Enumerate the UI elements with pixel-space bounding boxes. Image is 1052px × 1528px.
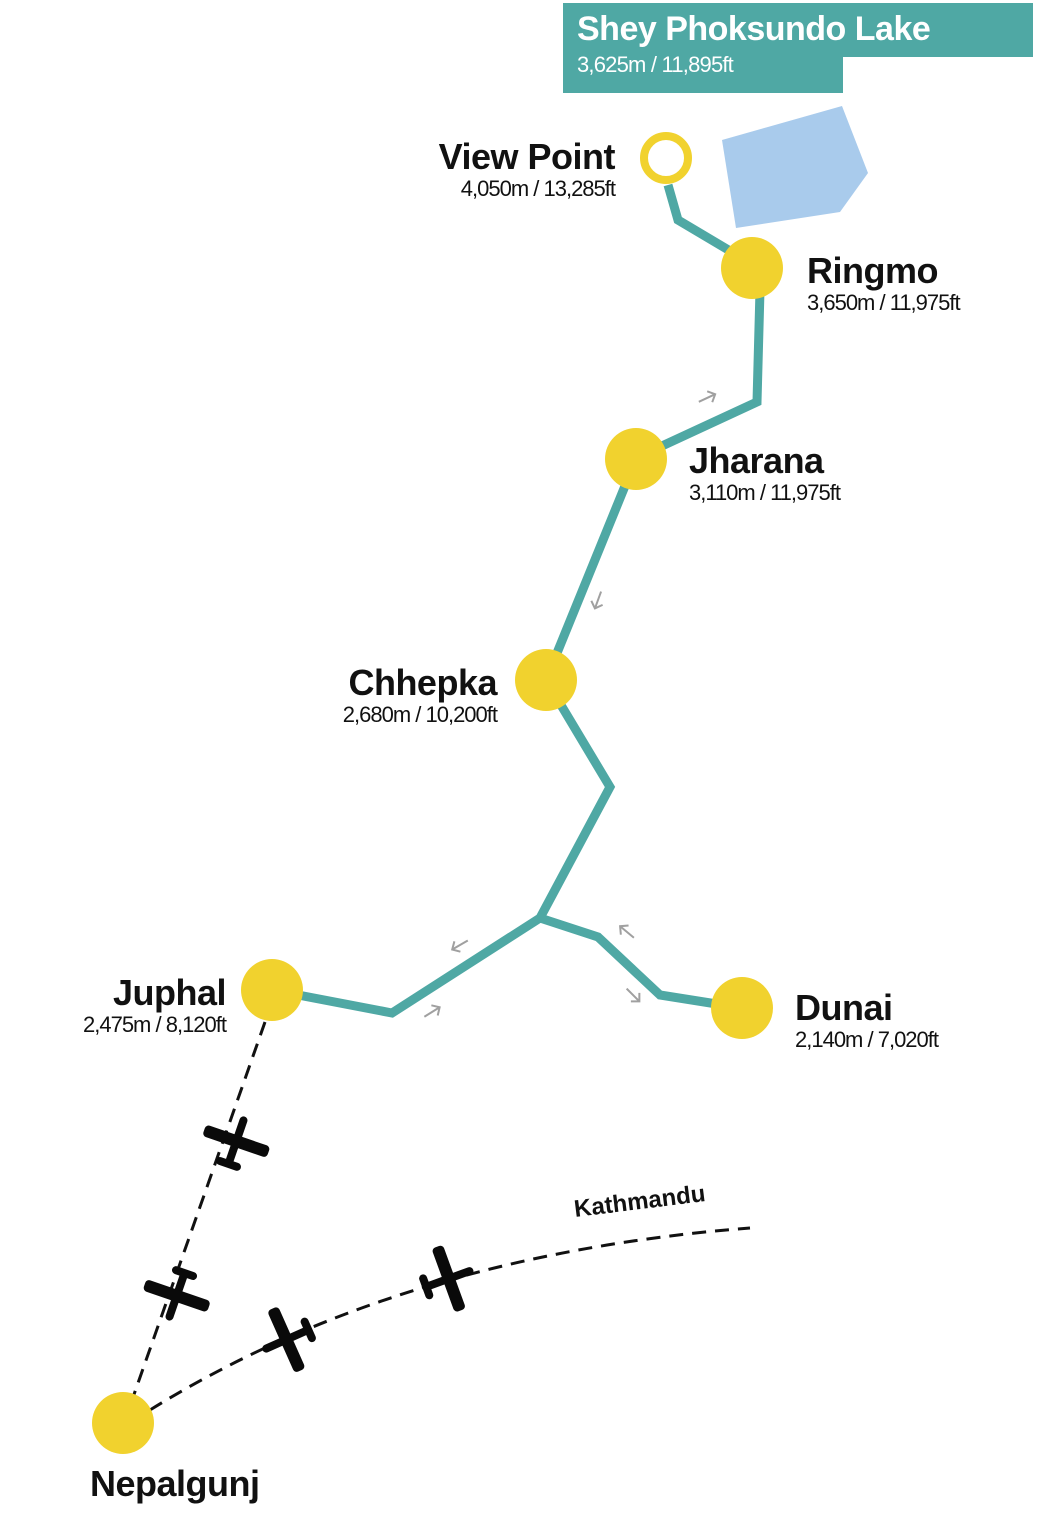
arrow-icon xyxy=(695,387,719,409)
stop-name: Dunai xyxy=(795,987,893,1028)
airplane-icon xyxy=(410,1237,485,1321)
chhepka-marker xyxy=(515,649,577,711)
arrow-icon xyxy=(621,983,645,1007)
label-view-point: View Point 4,050m / 13,285ft xyxy=(438,136,616,202)
flight-routes xyxy=(123,1021,751,1421)
arrow-icon xyxy=(588,588,608,612)
label-juphal: Juphal 2,475m / 8,120ft xyxy=(83,972,227,1038)
stop-elevation: 3,650m / 11,975ft xyxy=(807,290,961,315)
view-point-marker xyxy=(640,132,692,184)
stop-name: Juphal xyxy=(112,972,227,1013)
arrow-icon xyxy=(448,934,472,956)
stop-elevation: 4,050m / 13,285ft xyxy=(460,176,616,201)
stop-elevation: 2,680m / 10,200ft xyxy=(342,702,498,727)
stop-name: Chhepka xyxy=(348,662,497,703)
header-banner-sub xyxy=(563,57,843,93)
stop-elevation: 3,110m / 11,975ft xyxy=(689,480,841,505)
dunai-marker xyxy=(711,977,773,1039)
label-dunai: Dunai 2,140m / 7,020ft xyxy=(795,987,939,1053)
lake-title: Shey Phoksundo Lake xyxy=(577,10,931,48)
lake-elevation: 3,625m / 11,895ft xyxy=(577,52,734,77)
label-chhepka: Chhepka 2,680m / 10,200ft xyxy=(342,662,498,728)
airplane-icon xyxy=(248,1297,326,1382)
label-ringmo: Ringmo 3,650m / 11,975ft xyxy=(807,250,961,316)
trek-route xyxy=(271,183,765,1018)
stop-name: Nepalgunj xyxy=(90,1463,260,1504)
juphal-marker xyxy=(241,959,303,1021)
stop-elevation: 2,475m / 8,120ft xyxy=(83,1012,227,1037)
ringmo-marker xyxy=(721,237,783,299)
arrow-icon xyxy=(615,920,639,944)
airplane-icon xyxy=(195,1105,277,1179)
stop-name: Jharana xyxy=(689,440,824,481)
jharana-marker xyxy=(605,428,667,490)
stop-name: View Point xyxy=(438,136,616,177)
shey-phoksundo-lake-shape xyxy=(722,106,868,228)
stop-name: Ringmo xyxy=(807,250,938,291)
header-banner xyxy=(563,3,1033,57)
arrow-icon xyxy=(420,1001,444,1023)
nepalgunj-marker xyxy=(92,1392,154,1454)
label-jharana: Jharana 3,110m / 11,975ft xyxy=(689,440,841,506)
stop-elevation: 2,140m / 7,020ft xyxy=(795,1027,939,1052)
airplane-icon xyxy=(136,1258,218,1332)
label-nepalgunj: Nepalgunj xyxy=(90,1465,260,1503)
